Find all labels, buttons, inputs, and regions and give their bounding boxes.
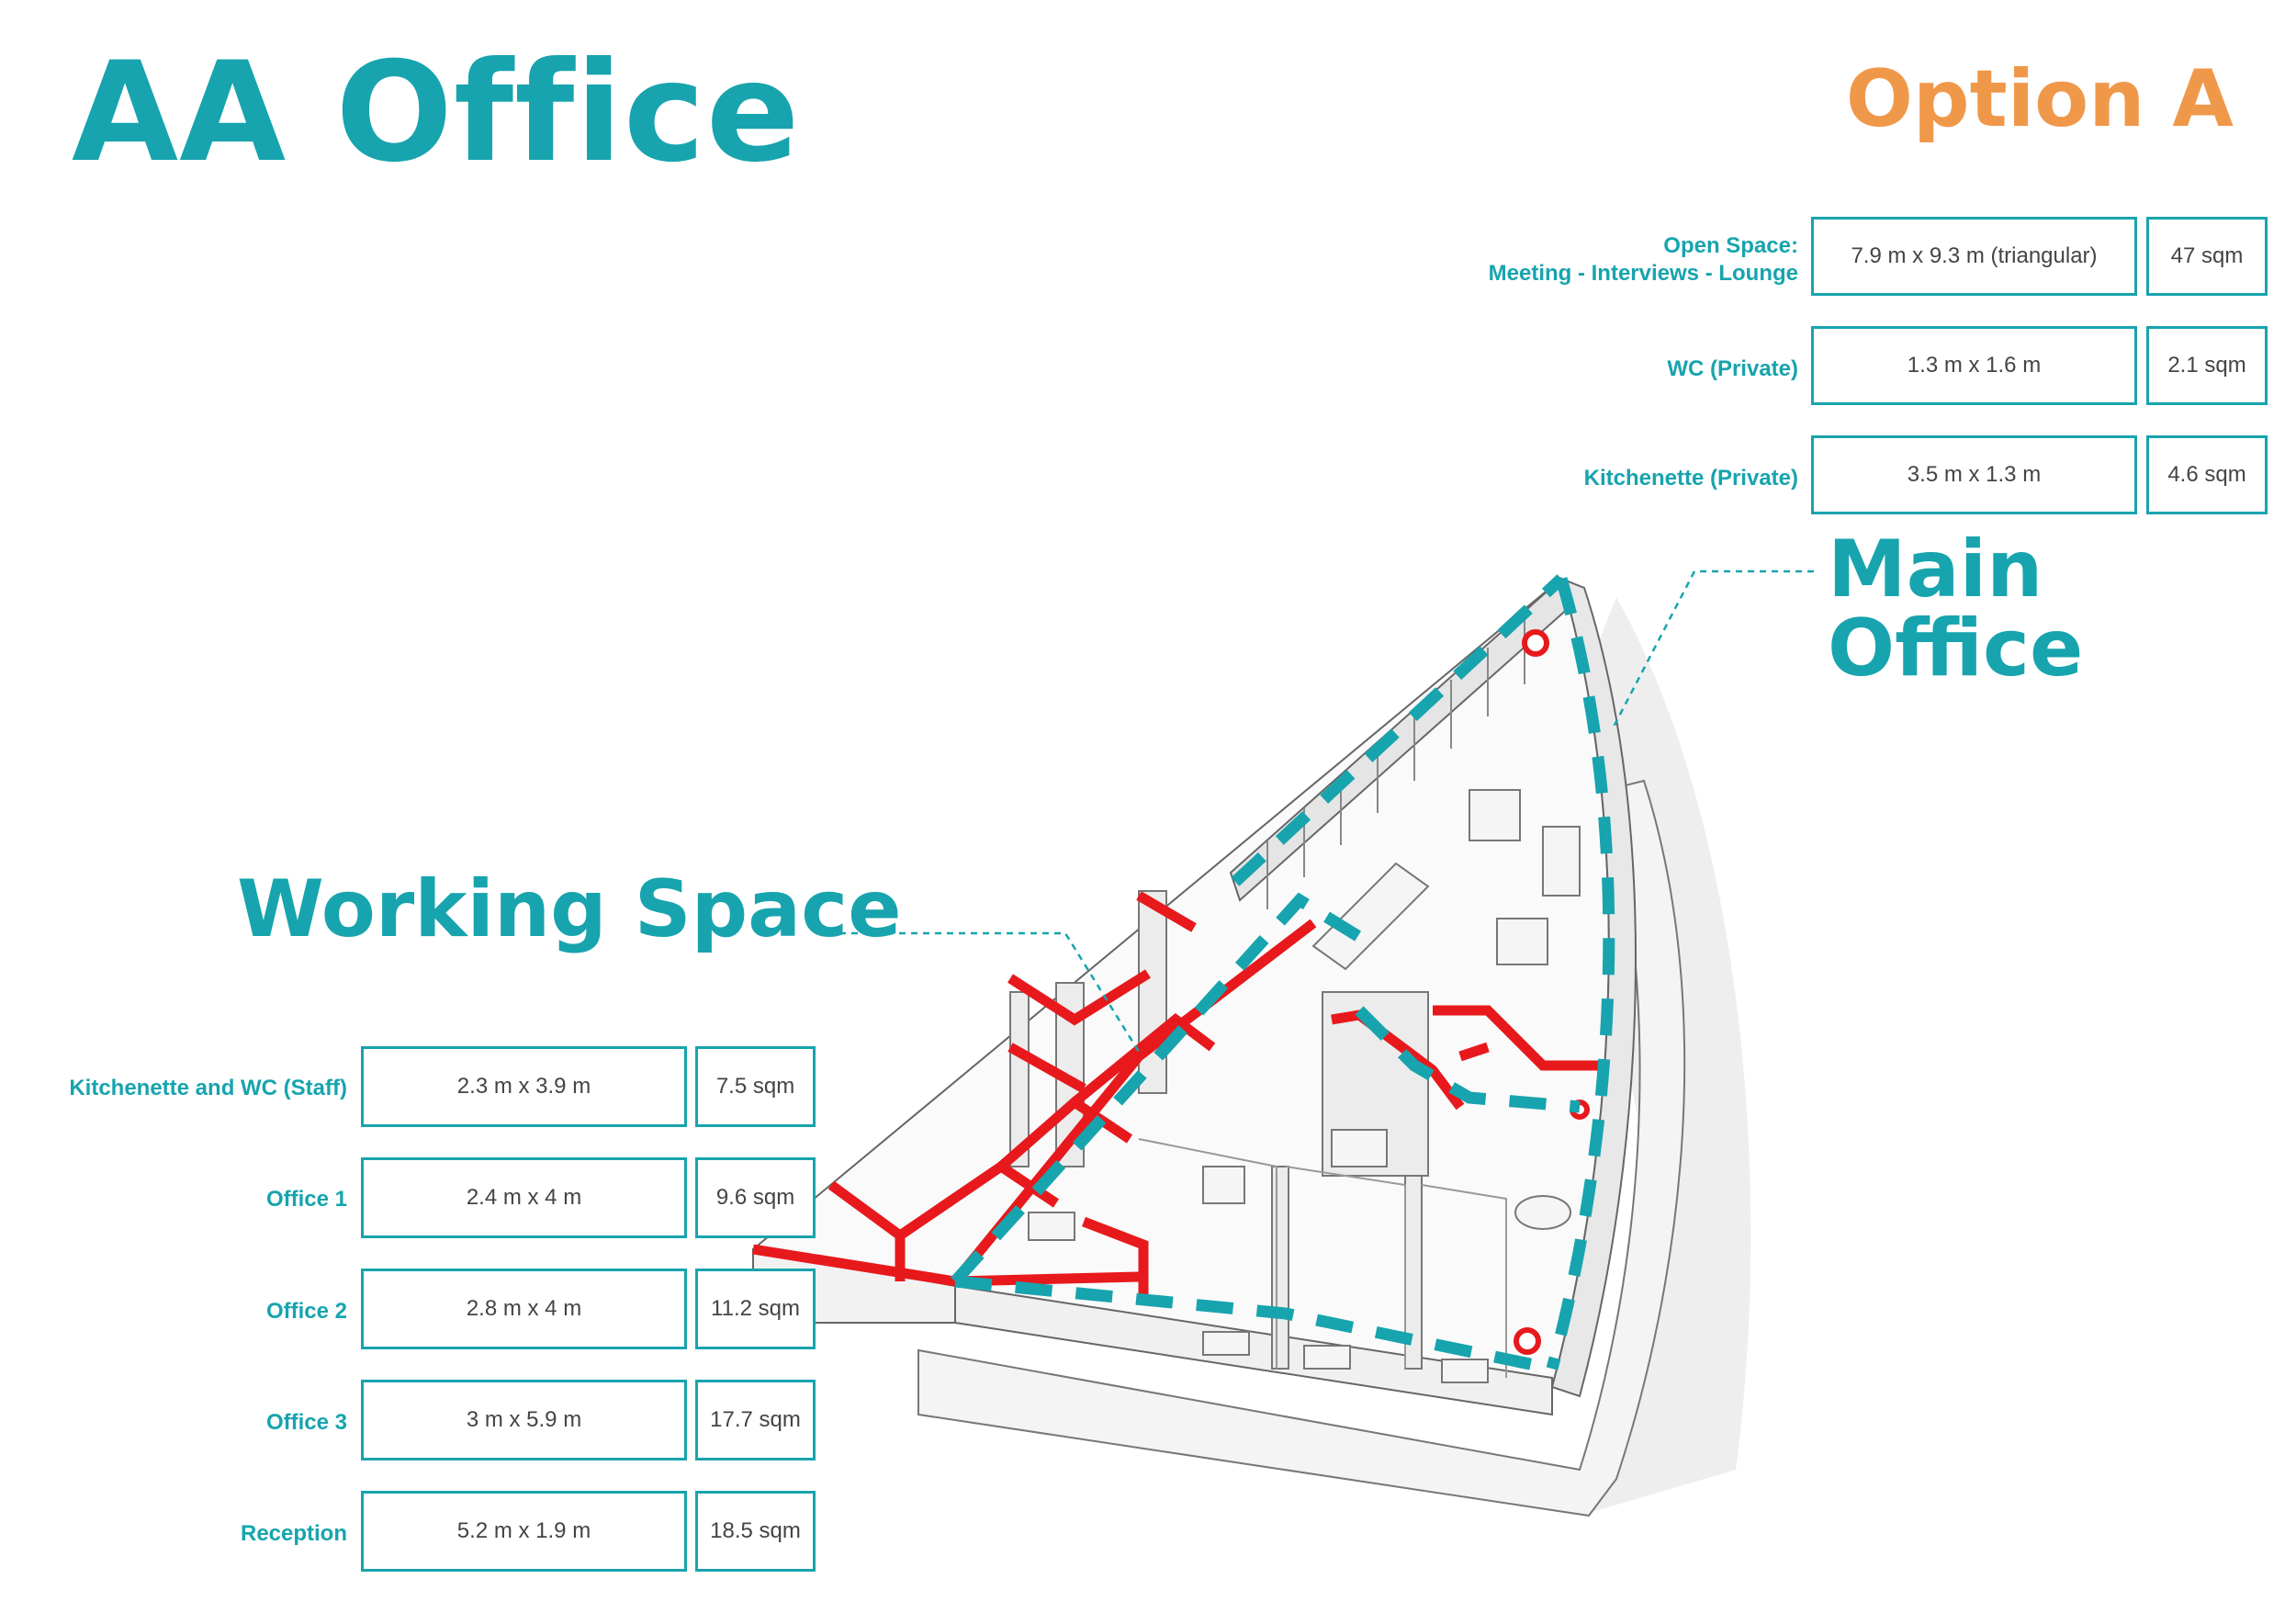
working-space-label-1: Kitchenette and WC (Staff): [69, 1076, 347, 1100]
option-label: Option A: [1845, 53, 2234, 145]
label-line: Meeting - Interviews - Lounge: [1488, 261, 1798, 286]
base-slab: [917, 779, 1686, 1517]
main-office-label-2: WC (Private): [1667, 355, 1798, 383]
main-office-dimensions-1: 7.9 m x 9.3 m (triangular): [1811, 217, 2137, 296]
working-space-dimensions-2: 2.4 m x 4 m: [361, 1157, 687, 1238]
furniture: [1028, 789, 1581, 1383]
label-line: Open Space:: [1663, 233, 1798, 258]
working-space-area-5: 18.5 sqm: [695, 1491, 816, 1572]
label-line: WC (Private): [1667, 356, 1798, 381]
boundary-dashes: [951, 574, 1615, 1375]
main-office-dimensions-2: 1.3 m x 1.6 m: [1811, 326, 2137, 405]
main-office-label-1: Open Space: Meeting - Interviews - Loung…: [1489, 232, 1798, 288]
working-space-dimensions-4: 3 m x 5.9 m: [361, 1380, 687, 1460]
page-title: AA Office: [72, 33, 801, 193]
working-space-dimensions-1: 2.3 m x 3.9 m: [361, 1046, 687, 1127]
label-line: Kitchenette (Private): [1583, 466, 1798, 491]
working-space-area-1: 7.5 sqm: [695, 1046, 816, 1127]
working-space-label-4: Office 3: [265, 1410, 347, 1435]
main-office-area-2: 2.1 sqm: [2146, 326, 2268, 405]
main-office-label-3: Kitchenette (Private): [1584, 465, 1798, 492]
working-space-label-2: Office 1: [265, 1187, 347, 1212]
working-space-area-2: 9.6 sqm: [695, 1157, 816, 1238]
working-space-dimensions-5: 5.2 m x 1.9 m: [361, 1491, 687, 1572]
columns: [1514, 629, 1590, 1355]
main-office-area-1: 47 sqm: [2146, 217, 2268, 296]
working-space-label-5: Reception: [240, 1521, 347, 1546]
main-office-area-3: 4.6 sqm: [2146, 435, 2268, 514]
working-space-area-3: 11.2 sqm: [695, 1269, 816, 1349]
working-space-dimensions-3: 2.8 m x 4 m: [361, 1269, 687, 1349]
leader-lines: [816, 570, 1814, 1053]
working-space-label-3: Office 2: [265, 1299, 347, 1324]
main-office-heading: Main Office: [1828, 524, 2084, 694]
working-space-heading: Working Space: [237, 863, 902, 955]
working-space-area-4: 17.7 sqm: [695, 1380, 816, 1460]
main-office-dimensions-3: 3.5 m x 1.3 m: [1811, 435, 2137, 514]
glass-partitions: [1138, 1138, 1507, 1378]
